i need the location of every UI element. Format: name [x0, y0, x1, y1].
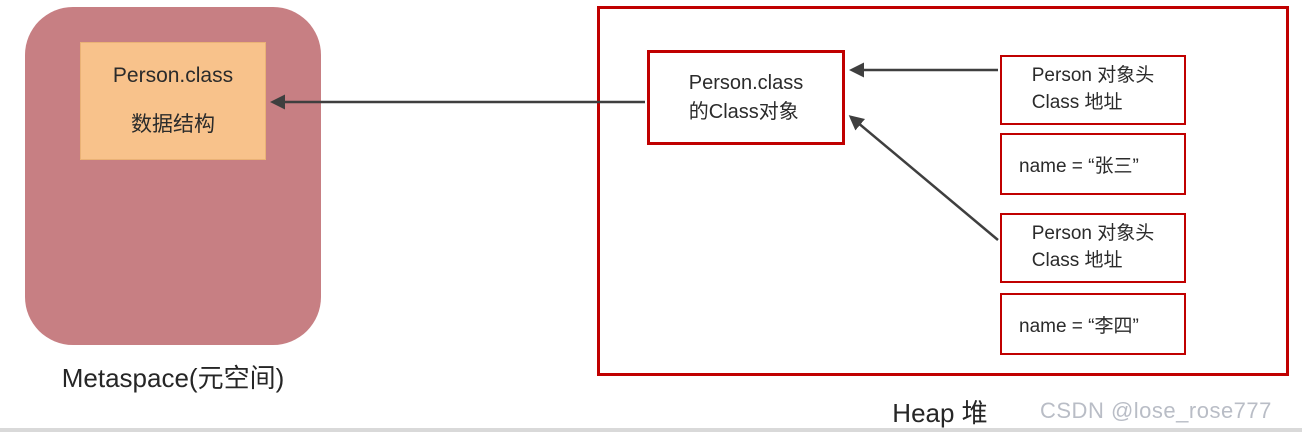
object2-header-text: Person 对象头 Class 地址: [1032, 221, 1154, 274]
object2-name-field: name = “李四”: [1019, 315, 1139, 337]
object2-field-box: name = “李四”: [1000, 293, 1186, 355]
class-object-line2: 的Class对象: [688, 100, 799, 123]
person-class-structure-title: Person.class: [112, 64, 234, 87]
object1-header-text: Person 对象头 Class 地址: [1032, 63, 1154, 116]
object2-header-line1: Person 对象头: [1031, 223, 1155, 245]
bottom-divider: [0, 428, 1302, 432]
object2-header-line2: Class 地址: [1031, 250, 1123, 271]
object1-name-field: name = “张三”: [1019, 155, 1139, 177]
csdn-watermark: CSDN @lose_rose777: [1040, 398, 1272, 423]
object1-header-line2: Class 地址: [1031, 92, 1123, 113]
class-object-line1: Person.class: [688, 71, 804, 94]
object2-header-box: Person 对象头 Class 地址: [1000, 213, 1186, 283]
person-class-structure-subtitle: 数据结构: [131, 113, 215, 136]
object1-header-line1: Person 对象头: [1031, 65, 1155, 87]
object1-field-box: name = “张三”: [1000, 133, 1186, 195]
person-class-structure-box: Person.class 数据结构: [80, 42, 266, 160]
object1-header-box: Person 对象头 Class 地址: [1000, 55, 1186, 125]
class-object-box: Person.class 的Class对象: [647, 50, 845, 145]
heap-label: Heap 堆: [892, 398, 988, 428]
metaspace-label: Metaspace(元空间): [61, 363, 285, 393]
class-object-text: Person.class 的Class对象: [689, 69, 804, 127]
